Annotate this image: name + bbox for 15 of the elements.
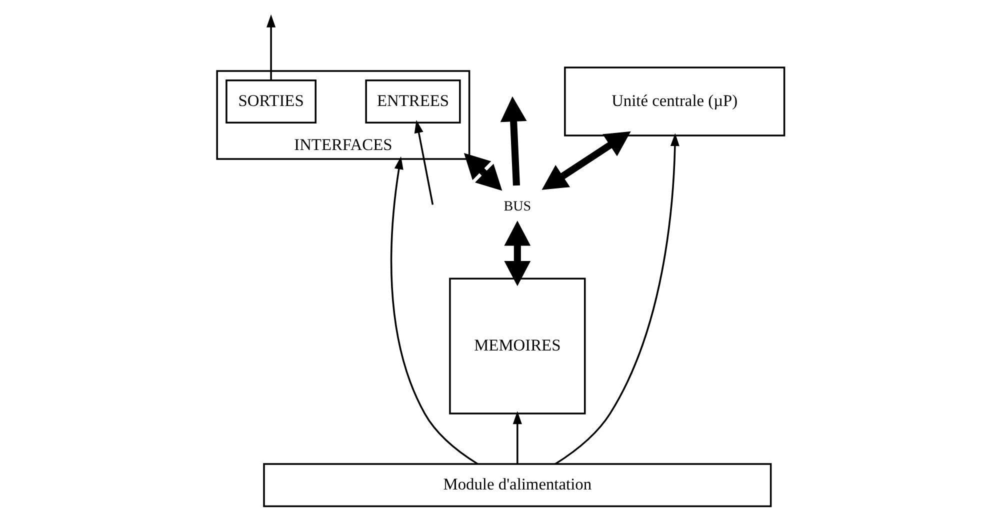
arrow	[266, 14, 276, 80]
arrow	[464, 153, 502, 191]
arrow	[414, 120, 434, 205]
node-box: ENTREES	[365, 79, 461, 124]
arrow	[390, 156, 478, 465]
node-box: Unité centrale (µP)	[564, 66, 786, 136]
node-box: Module d'alimentation	[263, 463, 772, 508]
arrow	[500, 96, 527, 186]
node-box: SORTIES	[226, 79, 316, 124]
node-box: MEMOIRES	[449, 278, 586, 414]
arrow	[504, 220, 531, 286]
node-text: BUS	[504, 198, 532, 215]
arrow	[554, 133, 680, 465]
arrow	[512, 411, 522, 464]
arrow	[542, 131, 631, 190]
